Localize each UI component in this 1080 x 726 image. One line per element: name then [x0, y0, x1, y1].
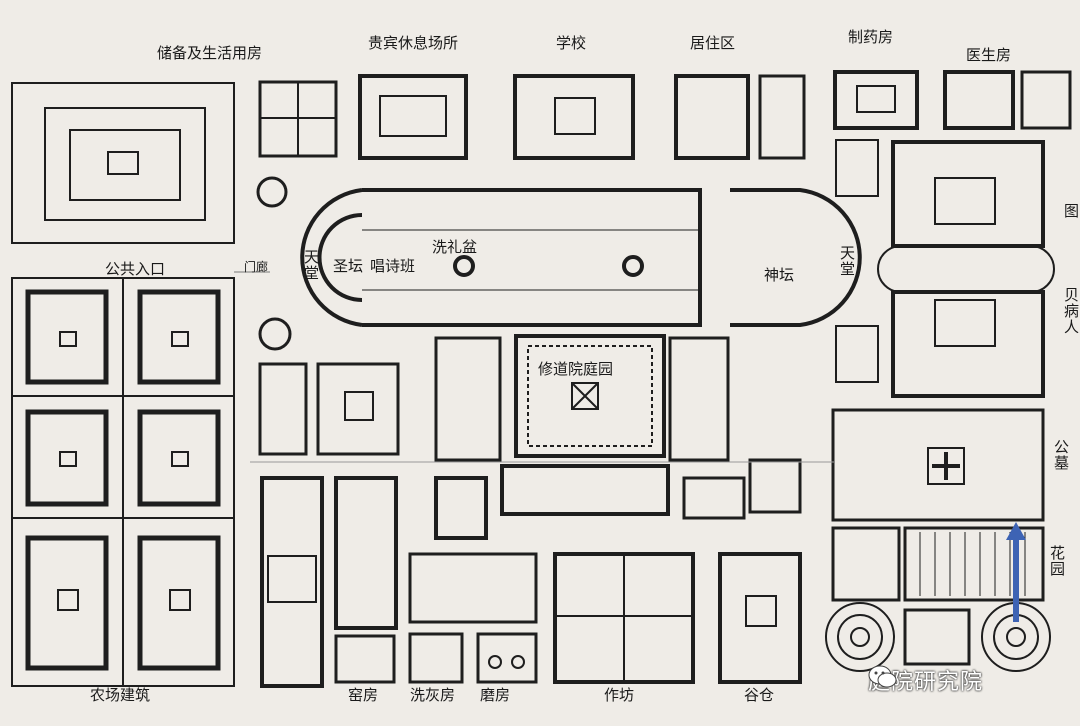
label-heaven-west: 天堂	[304, 248, 320, 282]
granary-building	[718, 552, 802, 684]
label-entrance: 公共入口	[105, 260, 166, 278]
label-gate: 门廊	[244, 260, 269, 274]
label-kiln: 窑房	[348, 686, 379, 704]
mill-building	[476, 632, 538, 684]
lime-building	[408, 632, 464, 684]
church	[300, 188, 862, 327]
label-altar: 神坛	[764, 266, 795, 284]
top-left-court	[11, 82, 235, 244]
garden-plot	[903, 526, 1045, 602]
label-holy: 圣坛	[333, 257, 364, 275]
label-school: 学校	[556, 34, 587, 52]
cloister-court	[514, 334, 666, 458]
direction-arrow	[1006, 522, 1026, 622]
label-pharmacy: 制药房	[848, 28, 894, 46]
label-doctor: 医生房	[966, 46, 1012, 64]
label-storage: 储备及生活用房	[157, 44, 263, 62]
farm-buildings	[11, 277, 235, 687]
label-cloister: 修道院庭园	[538, 360, 614, 378]
cemetery-plot	[831, 408, 1045, 522]
doctor-building	[943, 70, 1015, 130]
watermark: 庭院研究院	[868, 664, 983, 696]
label-residence: 居住区	[690, 34, 736, 52]
label-guest: 贵宾休息场所	[368, 34, 459, 52]
school-building	[513, 74, 635, 160]
label-farm: 农场建筑	[90, 686, 151, 704]
label-cemetery: 公墓	[1054, 438, 1070, 472]
label-mill: 磨房	[480, 686, 511, 704]
label-choir: 唱诗班	[370, 257, 416, 275]
guest-building	[358, 74, 468, 160]
pharmacy-building	[833, 70, 919, 130]
label-font: 洗礼盆	[432, 238, 478, 256]
residence-building	[674, 74, 750, 160]
label-garden: 花园	[1050, 544, 1066, 578]
label-granary: 谷仓	[744, 686, 775, 704]
kiln-building	[334, 634, 396, 684]
label-workshop: 作坊	[604, 686, 635, 704]
wechat-icon	[868, 665, 897, 688]
label-right-edge-2: 贝病人	[1064, 286, 1080, 336]
label-right-edge-1: 图	[1064, 202, 1080, 220]
label-lime: 洗灰房	[410, 686, 456, 704]
label-heaven-east: 天堂	[840, 244, 856, 278]
